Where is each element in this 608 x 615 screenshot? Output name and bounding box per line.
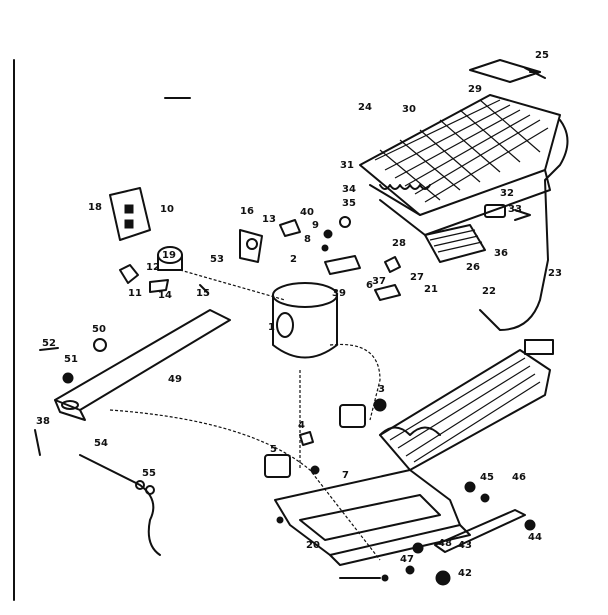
part-callout-28: 28: [392, 238, 406, 249]
part-callout-51: 51: [64, 354, 78, 365]
part-callout-43: 43: [458, 540, 472, 551]
part-callout-38: 38: [36, 416, 50, 427]
capillary-tube: [479, 119, 569, 331]
part-callout-11: 11: [128, 288, 142, 299]
part-callout-14: 14: [158, 290, 172, 301]
part-callout-44: 44: [528, 532, 542, 543]
harness-clips: [135, 480, 155, 495]
part-callout-32: 32: [500, 188, 514, 199]
part-callout-31: 31: [340, 160, 354, 171]
part-callout-46: 46: [512, 472, 526, 483]
part-callout-25: 25: [535, 50, 549, 61]
left-small-parts: [34, 264, 209, 456]
part-callout-35: 35: [342, 198, 356, 209]
part-callout-21: 21: [424, 284, 438, 295]
part-callout-39: 39: [332, 288, 346, 299]
bottom-bracket: [434, 509, 526, 553]
drier: [484, 204, 531, 221]
coil-bracket: [469, 59, 546, 83]
part-callout-47: 47: [400, 554, 414, 565]
part-callout-19: 19: [162, 250, 176, 261]
part-callout-48: 48: [438, 538, 452, 549]
part-callout-6: 6: [366, 280, 373, 291]
part-callout-40: 40: [300, 207, 314, 218]
wire-harness: [79, 454, 161, 556]
part-callout-23: 23: [548, 268, 562, 279]
part-callout-8: 8: [304, 234, 311, 245]
wiring-paths: [109, 269, 381, 561]
part-callout-45: 45: [480, 472, 494, 483]
small-parts-cluster: [239, 216, 401, 301]
part-callout-37: 37: [372, 276, 386, 287]
part-callout-34: 34: [342, 184, 356, 195]
evaporator-coil: [359, 94, 561, 236]
part-callout-15: 15: [196, 288, 210, 299]
condenser-fan-assembly: [379, 339, 554, 471]
part-callout-16: 16: [240, 206, 254, 217]
part-callout-18: 18: [88, 202, 102, 213]
part-callout-1: 1: [268, 322, 275, 333]
part-callout-26: 26: [466, 262, 480, 273]
part-callout-12: 12: [146, 262, 160, 273]
compressor-mounting-rail: [54, 309, 231, 421]
part-callout-29: 29: [468, 84, 482, 95]
part-callout-50: 50: [92, 324, 106, 335]
part-callout-52: 52: [42, 338, 56, 349]
part-callout-36: 36: [494, 248, 508, 259]
relay-overload: [109, 187, 151, 241]
part-callout-7: 7: [342, 470, 349, 481]
part-callout-27: 27: [410, 272, 424, 283]
part-callout-13: 13: [262, 214, 276, 225]
part-callout-9: 9: [312, 220, 319, 231]
part-callout-53: 53: [210, 254, 224, 265]
switch-parts: [264, 398, 387, 478]
defrost-heater: [424, 224, 486, 263]
part-callout-33: 33: [508, 204, 522, 215]
part-callout-5: 5: [270, 444, 277, 455]
part-callout-30: 30: [402, 104, 416, 115]
part-callout-20: 20: [306, 540, 320, 551]
part-callout-2: 2: [290, 254, 297, 265]
bottom-hardware: [276, 465, 536, 586]
part-callout-3: 3: [378, 384, 385, 395]
part-callout-54: 54: [94, 438, 108, 449]
compressor: [272, 282, 338, 359]
part-callout-49: 49: [168, 374, 182, 385]
part-callout-4: 4: [298, 420, 305, 431]
part-callout-42: 42: [458, 568, 472, 579]
part-callout-22: 22: [482, 286, 496, 297]
capacitor: [157, 246, 183, 271]
part-callout-10: 10: [160, 204, 174, 215]
part-callout-55: 55: [142, 468, 156, 479]
part-callout-24: 24: [358, 102, 372, 113]
base-frame: [274, 469, 471, 566]
